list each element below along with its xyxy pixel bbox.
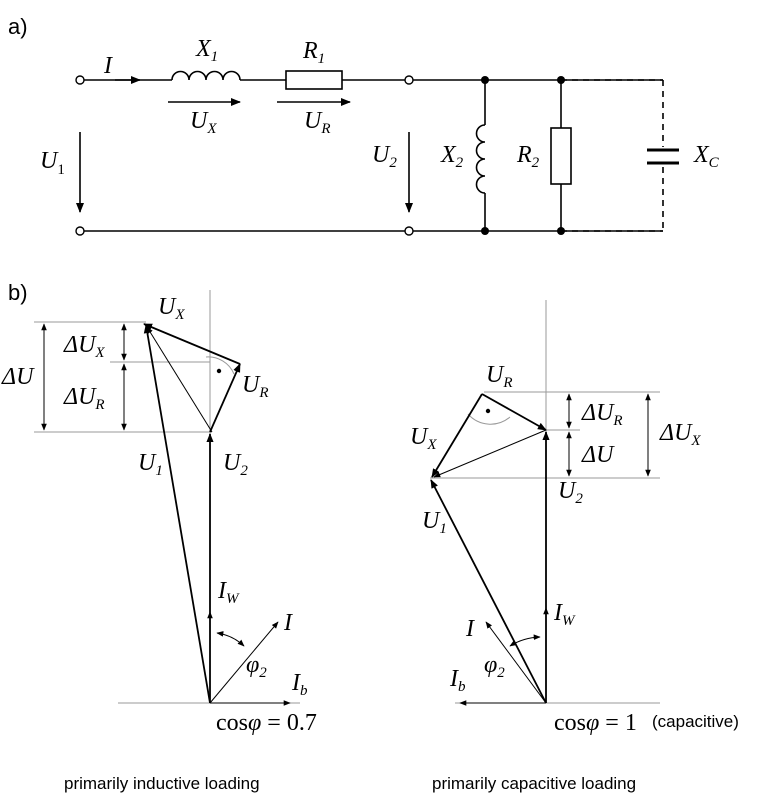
u1-label: U1 — [138, 450, 163, 479]
phi-arc — [216, 631, 245, 647]
node-dot — [481, 227, 489, 235]
du-label: ΔU — [581, 442, 615, 468]
u2-label: U2 — [372, 142, 397, 171]
dur-label: ΔUR — [581, 400, 623, 429]
right-angle-dot — [216, 368, 222, 374]
ib-label: Ib — [449, 666, 466, 695]
cos-phi-label: cosφ = 0.7 — [216, 710, 317, 736]
current-label: I — [103, 53, 113, 79]
i-label: I — [465, 616, 475, 642]
dur-label: ΔUR — [63, 384, 105, 413]
iw-label: IW — [553, 600, 576, 629]
node-dot — [481, 76, 489, 84]
ux-label: UX — [190, 108, 217, 137]
x1-label: X1 — [195, 36, 218, 65]
capacitive-phasor-diagram: UR UX U1 U2 ΔUR ΔU ΔUX IW I Ib φ2 cosφ =… — [410, 300, 739, 793]
x2-label: X2 — [440, 142, 464, 171]
u2-label: U2 — [223, 450, 248, 479]
hypotenuse-line — [146, 326, 213, 433]
r2-label: R2 — [516, 142, 540, 171]
i-current — [209, 621, 279, 704]
panel-a-circuit: a) — [8, 14, 720, 236]
cos-phi-label: cosφ = 1 — [554, 710, 637, 736]
right-angle-arc — [467, 413, 511, 425]
ur-label: UR — [304, 108, 331, 137]
u1-phasor — [143, 324, 211, 704]
i-current — [485, 621, 547, 704]
panel-a-label: a) — [8, 14, 28, 39]
terminal-out-top — [404, 75, 414, 85]
capacitive-note: (capacitive) — [652, 712, 739, 731]
dux-label: ΔUX — [659, 420, 701, 449]
iw-label: IW — [217, 578, 240, 607]
dux-label: ΔUX — [63, 332, 105, 361]
phi-label: φ2 — [246, 652, 267, 681]
u2-label: U2 — [558, 478, 583, 507]
panel-b-label: b) — [8, 280, 28, 305]
i-label: I — [283, 610, 293, 636]
u1-label: U1 — [40, 148, 65, 178]
resistor-r2 — [550, 127, 572, 185]
ur-label: UR — [486, 362, 513, 391]
r1-label: R1 — [302, 38, 325, 67]
xc-label: XC — [693, 142, 720, 171]
terminal-in-top — [75, 75, 85, 85]
hypotenuse-line — [433, 429, 547, 478]
terminal-in-bottom — [75, 226, 85, 236]
resistor-r1 — [285, 70, 343, 90]
inductor-x2 — [475, 124, 486, 194]
du-label: ΔU — [1, 364, 35, 390]
ux-label: UX — [410, 424, 437, 453]
ux-phasor — [431, 393, 483, 478]
phi-label: φ2 — [484, 652, 505, 681]
ur-phasor — [209, 363, 241, 433]
ur-phasor — [481, 393, 547, 431]
phi-arc — [509, 634, 541, 647]
inductive-caption: primarily inductive loading — [64, 774, 260, 793]
ux-phasor — [143, 323, 241, 365]
capacitive-caption: primarily capacitive loading — [432, 774, 636, 793]
u1-phasor — [430, 479, 547, 704]
right-angle-dot — [485, 408, 491, 414]
terminal-out-bottom — [404, 226, 414, 236]
inductor-x1 — [171, 70, 241, 81]
inductive-phasor-diagram: UX UR U1 U2 ΔU ΔUX ΔUR IW I Ib φ2 cosφ =… — [1, 290, 317, 793]
right-angle-arc — [205, 356, 235, 375]
u1-label: U1 — [422, 508, 447, 537]
ib-label: Ib — [291, 670, 308, 699]
ux-label: UX — [158, 294, 185, 323]
ur-label: UR — [242, 372, 269, 401]
